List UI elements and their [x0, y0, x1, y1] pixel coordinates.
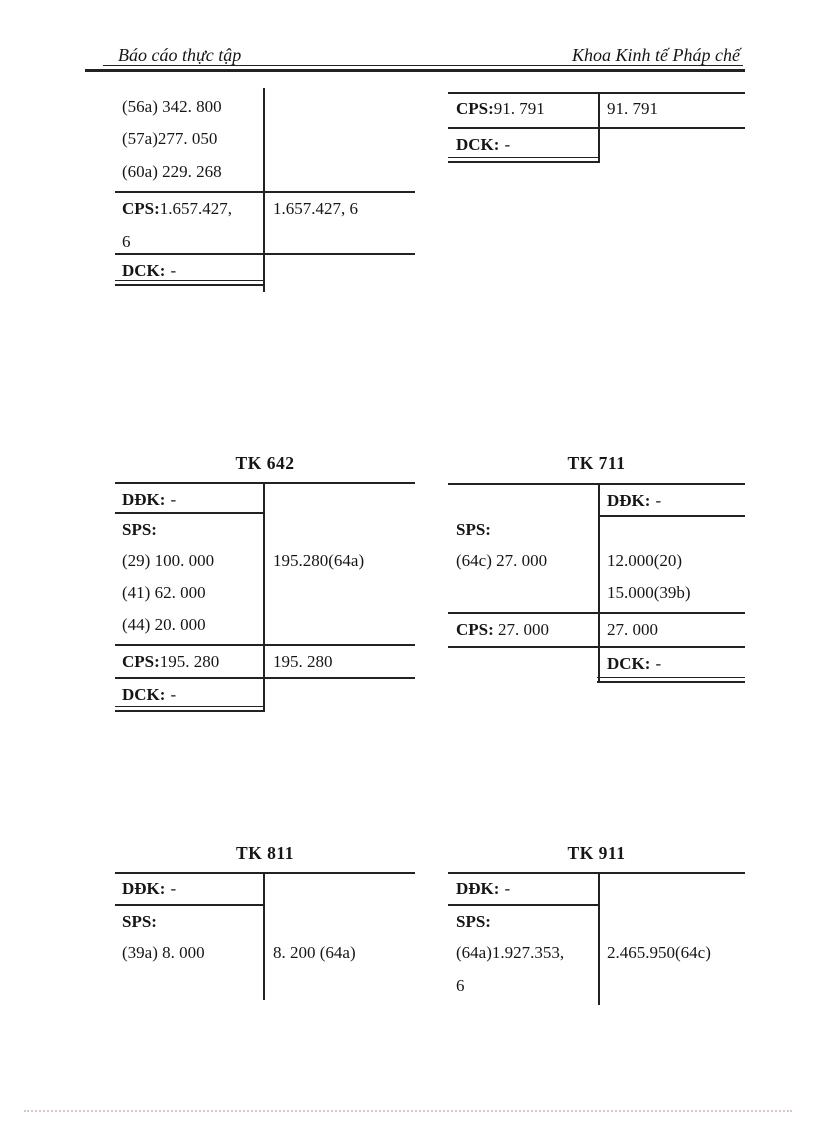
sps-label: SPS: — [122, 520, 157, 539]
cps-row: CPS:195. 280 — [122, 646, 219, 679]
ddk-label: DĐK: — [607, 491, 651, 510]
dck-value: - — [170, 685, 177, 704]
ddk-row: DĐK:- — [122, 484, 176, 517]
total-rule — [115, 253, 415, 255]
cps-row: CPS:1.657.427, 6 — [122, 193, 262, 258]
dck-label: DCK: — [122, 261, 166, 280]
cps-debit-value: 27. 000 — [493, 620, 550, 639]
cps-debit-value: 1.657.427, 6 — [122, 199, 233, 251]
ddk-label: DĐK: — [456, 879, 500, 898]
credit-entry: 15.000(39b) — [607, 583, 691, 602]
account-divider-line — [598, 483, 600, 682]
header-left-title: Báo cáo thực tập — [118, 45, 242, 65]
credit-entry: 195.280(64a) — [273, 551, 365, 570]
total-rule — [448, 646, 745, 648]
cps-credit-value: 27. 000 — [607, 620, 658, 639]
total-rule — [448, 612, 745, 614]
total-rule — [115, 191, 415, 193]
sps-label: SPS: — [456, 912, 491, 931]
cps-debit-value: 91. 791 — [493, 99, 545, 118]
debit-entry: (57a)277. 050 — [122, 129, 218, 148]
account-top-rule — [115, 872, 415, 874]
dck-label: DCK: — [122, 685, 166, 704]
ddk-value: - — [504, 879, 511, 898]
ddk-row: DĐK:- — [122, 873, 176, 906]
opening-balance-rule — [448, 904, 599, 906]
account-title-tk911: TK 911 — [567, 843, 626, 863]
account-top-rule — [448, 872, 745, 874]
dck-row: DCK:- — [122, 679, 176, 712]
cps-debit-value: 195. 280 — [159, 652, 220, 671]
sps-label: SPS: — [122, 912, 157, 931]
debit-entry: (64c) 27. 000 — [456, 551, 548, 570]
account-divider-line — [263, 482, 265, 712]
closing-double-rule — [115, 280, 264, 286]
header-right-title: Khoa Kinh tế Pháp chế — [572, 45, 740, 65]
account-tk642: DĐK:- SPS: (29) 100. 000 195.280(64a) (4… — [115, 480, 415, 714]
sps-label: SPS: — [456, 520, 491, 539]
cps-row: CPS:91. 791 — [456, 93, 545, 126]
footer-dotted-rule — [24, 1110, 792, 1112]
cps-label: CPS: — [456, 99, 494, 118]
closing-double-rule — [448, 157, 599, 163]
cps-credit-value: 91. 791 — [607, 99, 658, 118]
total-rule — [448, 92, 745, 94]
dck-label: DCK: — [607, 654, 651, 673]
account-divider-line — [263, 872, 265, 1000]
closing-double-rule — [115, 706, 264, 712]
cps-label: CPS: — [122, 652, 160, 671]
debit-entry: (29) 100. 000 — [122, 551, 215, 570]
debit-entry: (39a) 8. 000 — [122, 943, 205, 962]
account-title-tk711: TK 711 — [567, 453, 626, 473]
opening-balance-rule — [598, 515, 745, 517]
account-divider-line — [263, 88, 265, 292]
dck-value: - — [655, 654, 662, 673]
cps-credit-value: 195. 280 — [273, 652, 333, 671]
ddk-value: - — [655, 491, 662, 510]
ddk-label: DĐK: — [122, 879, 166, 898]
debit-entry: (60a) 229. 268 — [122, 162, 222, 181]
debit-entry: (44) 20. 000 — [122, 615, 206, 634]
account-tk911: DĐK:- SPS: (64a)1.927.353, 6 2.465.950(6… — [448, 868, 745, 1010]
credit-entry: 12.000(20) — [607, 551, 683, 570]
credit-entry: 2.465.950(64c) — [607, 943, 711, 962]
cps-label: CPS: — [456, 620, 494, 639]
account-tk711: DĐK:- SPS: (64c) 27. 000 12.000(20) 15.0… — [448, 480, 745, 684]
credit-entry: 8. 200 (64a) — [273, 943, 356, 962]
account-divider-line — [598, 872, 600, 1005]
account-top-rule — [115, 482, 415, 484]
account-tk811: DĐK:- SPS: (39a) 8. 000 8. 200 (64a) — [115, 868, 415, 1004]
opening-balance-rule — [115, 512, 263, 514]
header-rule — [85, 69, 745, 72]
account-title-tk642: TK 642 — [235, 453, 295, 473]
total-rule — [448, 127, 745, 129]
dck-value: - — [170, 261, 177, 280]
debit-entry: (64a)1.927.353, 6 — [456, 943, 565, 995]
total-rule — [115, 677, 415, 679]
account-continuation-left: (56a) 342. 800 (57a)277. 050 (60a) 229. … — [115, 88, 415, 296]
header-underline — [103, 65, 743, 67]
dck-row: DCK:- — [456, 129, 510, 162]
dck-row: DCK:- — [607, 648, 661, 681]
ddk-value: - — [170, 490, 177, 509]
closing-double-rule — [597, 677, 745, 683]
total-rule — [115, 644, 415, 646]
account-top-rule — [448, 483, 745, 485]
cps-credit-value: 1.657.427, 6 — [273, 199, 358, 218]
dck-row: DCK:- — [122, 255, 176, 288]
debit-entry: (41) 62. 000 — [122, 583, 206, 602]
ddk-row: DĐK:- — [456, 873, 510, 906]
dck-value: - — [504, 135, 511, 154]
account-continuation-right: CPS:91. 791 91. 791 DCK:- — [448, 88, 745, 168]
debit-entry: (56a) 342. 800 — [122, 97, 222, 116]
account-title-tk811: TK 811 — [236, 843, 294, 863]
ddk-row: DĐK:- — [607, 485, 661, 518]
dck-label: DCK: — [456, 135, 500, 154]
opening-balance-rule — [115, 904, 263, 906]
ddk-label: DĐK: — [122, 490, 166, 509]
ddk-value: - — [170, 879, 177, 898]
cps-row: CPS: 27. 000 — [456, 614, 549, 647]
cps-label: CPS: — [122, 199, 160, 218]
